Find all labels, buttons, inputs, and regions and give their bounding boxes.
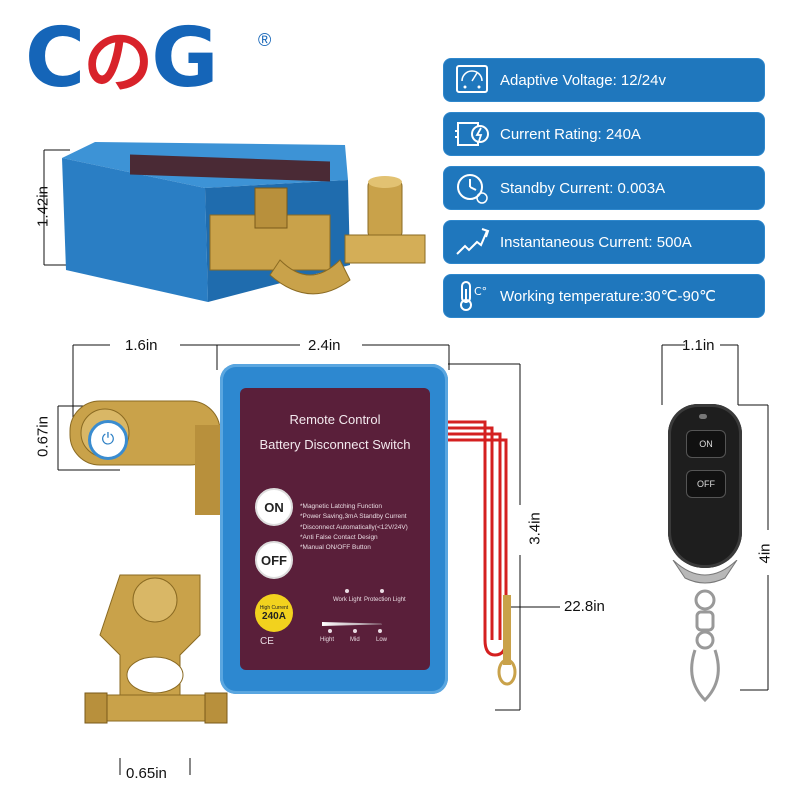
brass-terminals — [69, 400, 228, 724]
voltmeter-icon — [456, 65, 488, 93]
feature-item: *Manual ON/OFF Button — [300, 544, 371, 552]
registered-mark: ® — [258, 30, 272, 50]
remote-keychain — [672, 560, 738, 703]
dim-bolt-width: 0.65in — [126, 765, 167, 782]
dim-wire-length: 22.8in — [564, 598, 605, 615]
dim-remote-height: 4in — [756, 543, 774, 564]
thermometer-icon: C° — [460, 281, 487, 311]
spec-voltage-text: Adaptive Voltage: 12/24v — [500, 71, 666, 89]
module-title-2: Battery Disconnect Switch — [259, 437, 411, 452]
manual-power-button[interactable]: ⏻ — [88, 420, 128, 460]
feature-item: *Disconnect Automatically(<12V/24V) — [300, 523, 408, 531]
svg-text:C°: C° — [474, 285, 487, 298]
work-light-indicator — [345, 589, 349, 593]
protection-light-label: Protection Light — [364, 597, 406, 603]
work-light-label: Work Light — [333, 597, 362, 603]
dim-terminal-width: 1.6in — [125, 337, 158, 354]
off-button[interactable]: OFF — [255, 541, 293, 579]
protection-light-indicator — [380, 589, 384, 593]
feature-item: *Magnetic Latching Function — [300, 503, 383, 510]
dim-remote-width: 1.1in — [682, 337, 715, 354]
dimension-lines — [57, 344, 769, 775]
logo-c: C — [25, 11, 85, 106]
level-high-label: Hight — [320, 637, 335, 643]
current-rating-icon — [455, 122, 489, 146]
module-title-1: Remote Control — [289, 412, 381, 427]
level-high-indicator — [328, 629, 332, 633]
feature-item: *Power Saving,3mA Standby Current — [300, 513, 407, 521]
dim-body-width: 2.4in — [308, 337, 341, 354]
logo-g: G — [151, 11, 218, 106]
spec-instantaneous-text: Instantaneous Current: 500A — [500, 233, 692, 251]
high-current-badge: High Current 240A — [255, 594, 293, 632]
logo-no: の — [83, 21, 153, 103]
spec-standby-text: Standby Current: 0.003A — [500, 179, 666, 197]
dim-body-height: 3.4in — [526, 512, 544, 545]
top-product-photo — [43, 142, 426, 302]
dim-terminal-height: 0.67in — [34, 416, 52, 457]
spec-temperature: C° Working temperature:30℃-90℃ — [443, 274, 765, 318]
on-button[interactable]: ON — [255, 488, 293, 526]
badge-top-text: High Current — [259, 604, 289, 611]
spec-current-rating: Current Rating: 240A — [443, 112, 765, 156]
feature-list: *Magnetic Latching Function *Power Savin… — [300, 502, 430, 553]
red-wire — [448, 420, 517, 686]
lightning-icon — [456, 228, 490, 255]
dim-top-height: 1.42in — [34, 186, 52, 227]
level-low-label: Low — [376, 637, 388, 643]
feature-item: *Anti False Contact Design — [300, 533, 378, 541]
level-mid-label: Mid — [350, 637, 360, 643]
level-mid-indicator — [353, 629, 357, 633]
spec-voltage: Adaptive Voltage: 12/24v — [443, 58, 765, 102]
spec-standby: Standby Current: 0.003A — [443, 166, 765, 210]
brand-logo: CのG — [25, 18, 219, 103]
remote-off-button[interactable]: OFF — [686, 470, 726, 498]
clock-icon — [457, 174, 488, 204]
spec-instantaneous: Instantaneous Current: 500A — [443, 220, 765, 264]
level-low-indicator — [378, 629, 382, 633]
level-bar — [322, 622, 382, 626]
remote-led — [699, 414, 707, 419]
spec-temperature-text: Working temperature:30℃-90℃ — [500, 288, 717, 305]
badge-value: 240A — [262, 610, 286, 622]
spec-current-rating-text: Current Rating: 240A — [500, 125, 641, 143]
remote-on-button[interactable]: ON — [686, 430, 726, 458]
ce-mark: CE — [260, 636, 274, 647]
